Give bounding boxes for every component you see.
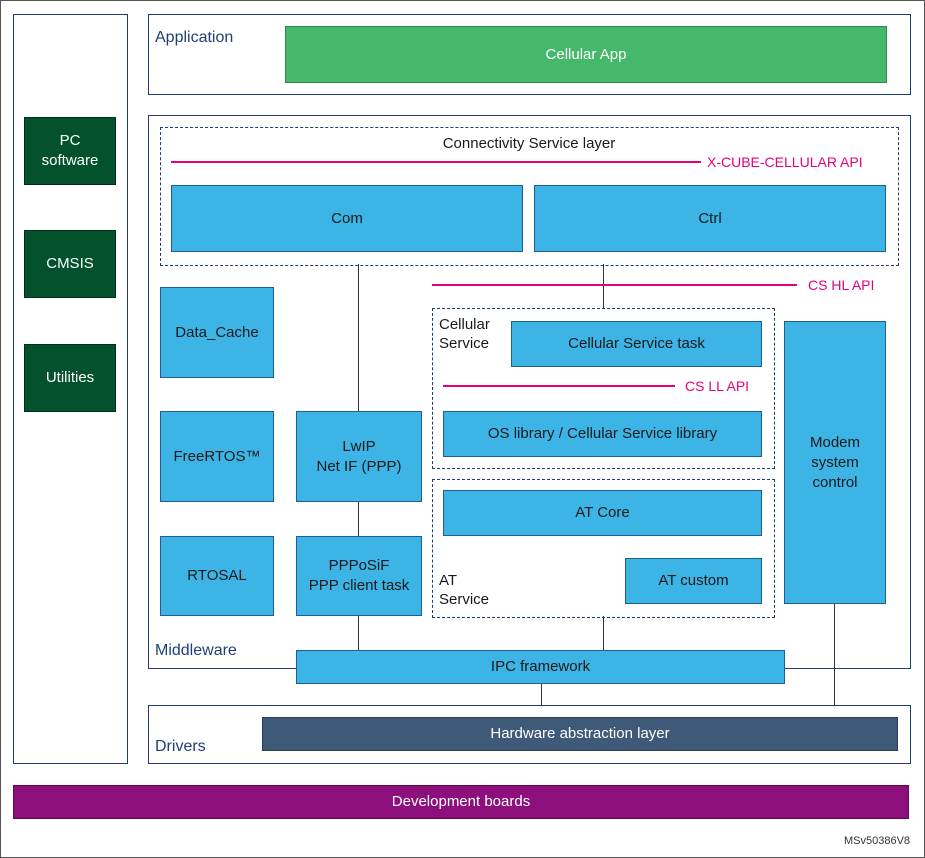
- connector-pppos-ipc: [358, 615, 359, 650]
- at-service-title: AT Service: [439, 572, 490, 608]
- cs-hl-api-label: CS HL API: [808, 277, 875, 293]
- ipc-framework-box: IPC framework: [296, 650, 785, 684]
- os-library-box: OS library / Cellular Service library: [443, 411, 762, 457]
- cellular-service-task-box: Cellular Service task: [511, 321, 762, 367]
- cs-ll-api-label: CS LL API: [685, 378, 750, 394]
- at-core-box: AT Core: [443, 490, 762, 536]
- connectivity-service-layer: [160, 127, 899, 266]
- application-title: Application: [155, 29, 234, 46]
- middleware-title: Middleware: [155, 642, 237, 659]
- modem-system-control-box: Modem system control: [784, 321, 886, 604]
- ctrl-box: Ctrl: [534, 185, 886, 252]
- cs-ll-api-line: [443, 385, 675, 387]
- connectivity-title: Connectivity Service layer: [442, 135, 616, 152]
- figure-reference: MSv50386V8: [844, 835, 911, 847]
- pppos-box: PPPoSiF PPP client task: [296, 536, 422, 616]
- x-cube-api-line: [171, 161, 701, 163]
- development-boards-box: Development boards: [13, 785, 909, 819]
- hardware-abstraction-layer-box: Hardware abstraction layer: [262, 717, 898, 751]
- com-box: Com: [171, 185, 523, 252]
- cellular-service-title: Cellular Service: [439, 316, 490, 352]
- cellular-service-group: [432, 308, 775, 469]
- connector-modem-drivers: [834, 604, 835, 705]
- x-cube-api-label: X-CUBE-CELLULAR API: [707, 154, 863, 170]
- sidebar-item-utilities: Utilities: [24, 344, 116, 412]
- connector-lwip-pppos: [358, 502, 359, 536]
- lwip-box: LwIP Net IF (PPP): [296, 411, 422, 502]
- connector-ctrl-cellular: [603, 264, 604, 308]
- sidebar-item-pc-software: PC software: [24, 117, 116, 185]
- cellular-app-box: Cellular App: [285, 26, 887, 83]
- connector-ipc-hal: [541, 684, 542, 717]
- at-service-group: [432, 479, 775, 618]
- cs-hl-api-line: [432, 284, 797, 286]
- freertos-box: FreeRTOS™: [160, 411, 274, 502]
- connector-com-lwip: [358, 264, 359, 411]
- connector-at-ipc: [603, 616, 604, 650]
- rtosal-box: RTOSAL: [160, 536, 274, 616]
- data-cache-box: Data_Cache: [160, 287, 274, 378]
- drivers-title: Drivers: [155, 738, 206, 755]
- sidebar-item-cmsis: CMSIS: [24, 230, 116, 298]
- at-custom-box: AT custom: [625, 558, 762, 604]
